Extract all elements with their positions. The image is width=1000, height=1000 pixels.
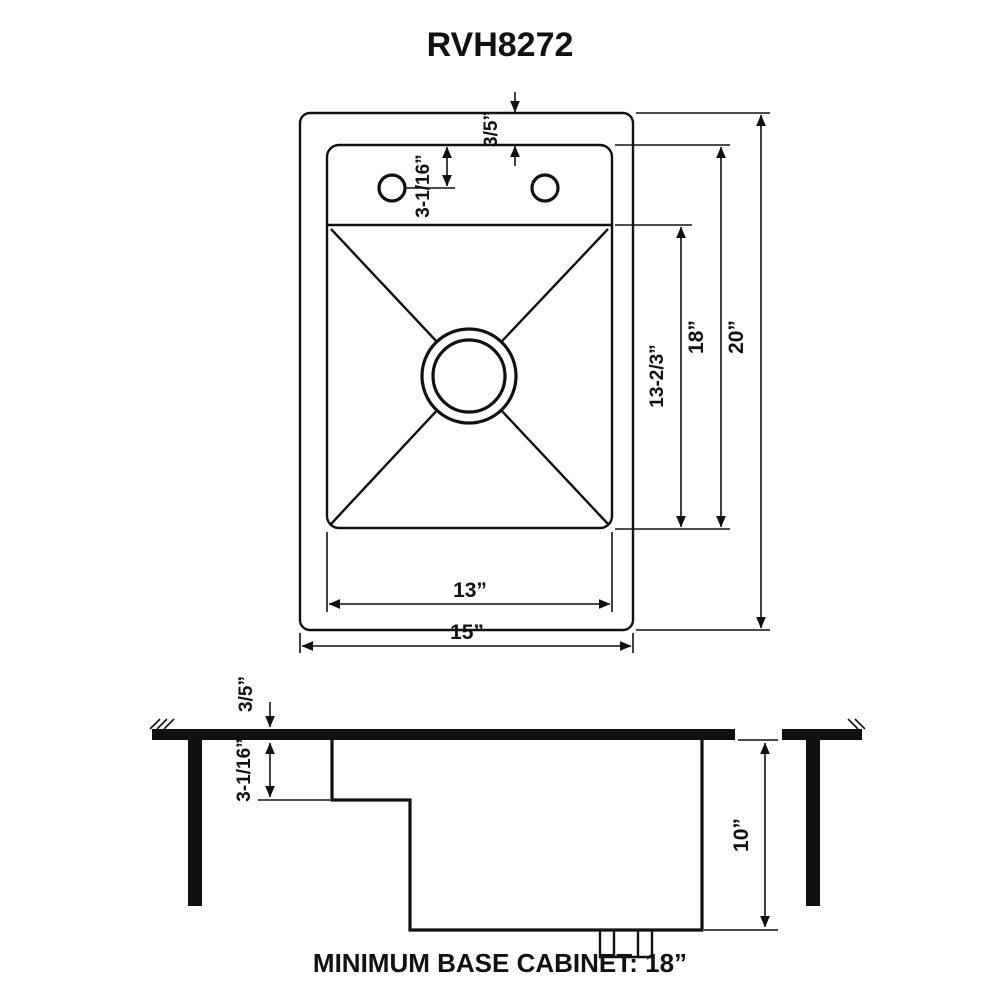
drain-stub (598, 930, 654, 959)
left-break-marks (149, 718, 175, 730)
dim-bowl-depth-label: 10” (730, 818, 753, 852)
right-cabinet-side (806, 740, 820, 906)
bowl-rim (325, 143, 614, 530)
dim-drain-span: 13-2/3” (647, 226, 686, 528)
dim-faucet-offset-label: 3-1/16” (413, 154, 434, 217)
top-view: 3/5” 3-1/16” 13-2/3” 18” 2 (298, 92, 770, 653)
page-title: RVH8272 (427, 26, 574, 64)
sink-rim-flange (305, 729, 735, 740)
faucet-hole-right (530, 173, 560, 203)
dim-overall-width-label: 15” (450, 621, 484, 644)
dim-bowl-width-label: 13” (453, 579, 487, 602)
side-view: 3/5” 3-1/16” 10” (149, 676, 866, 959)
drain-inner-circle (431, 338, 507, 414)
dim-rim-height-label: 3/5” (236, 676, 257, 712)
dim-drain-span-label: 13-2/3” (647, 344, 668, 407)
dim-overall-front-back: 20” (725, 114, 766, 629)
dim-ledge-depth: 3-1/16” (234, 738, 330, 802)
dim-bowl-width: 13” (326, 532, 613, 612)
sink-outer-edge (298, 111, 635, 632)
dim-bowl-depth: 10” (704, 739, 778, 931)
dim-rim-height: 3/5” (236, 676, 275, 728)
right-countertop (782, 729, 862, 740)
left-countertop (152, 729, 310, 740)
faucet-hole-left (377, 173, 407, 203)
dim-overall-width: 15” (299, 621, 634, 653)
dim-ledge-depth-label: 3-1/16” (234, 738, 255, 801)
dim-bowl-front-back: 18” (685, 146, 726, 528)
minimum-base-cabinet-note: MINIMUM BASE CABINET: 18” (313, 948, 687, 978)
drain-outer-circle (420, 327, 518, 425)
dim-top-reveal: 3/5” (481, 92, 520, 166)
dim-faucet-offset: 3-1/16” (406, 146, 455, 218)
bowl-profile (330, 740, 704, 932)
dim-bowl-front-back-label: 18” (685, 320, 708, 354)
right-break-marks (847, 718, 866, 730)
dim-top-reveal-label: 3/5” (481, 111, 502, 147)
left-cabinet-side (188, 740, 202, 906)
dim-overall-front-back-label: 20” (725, 320, 748, 354)
extension-lines-right (615, 112, 770, 631)
